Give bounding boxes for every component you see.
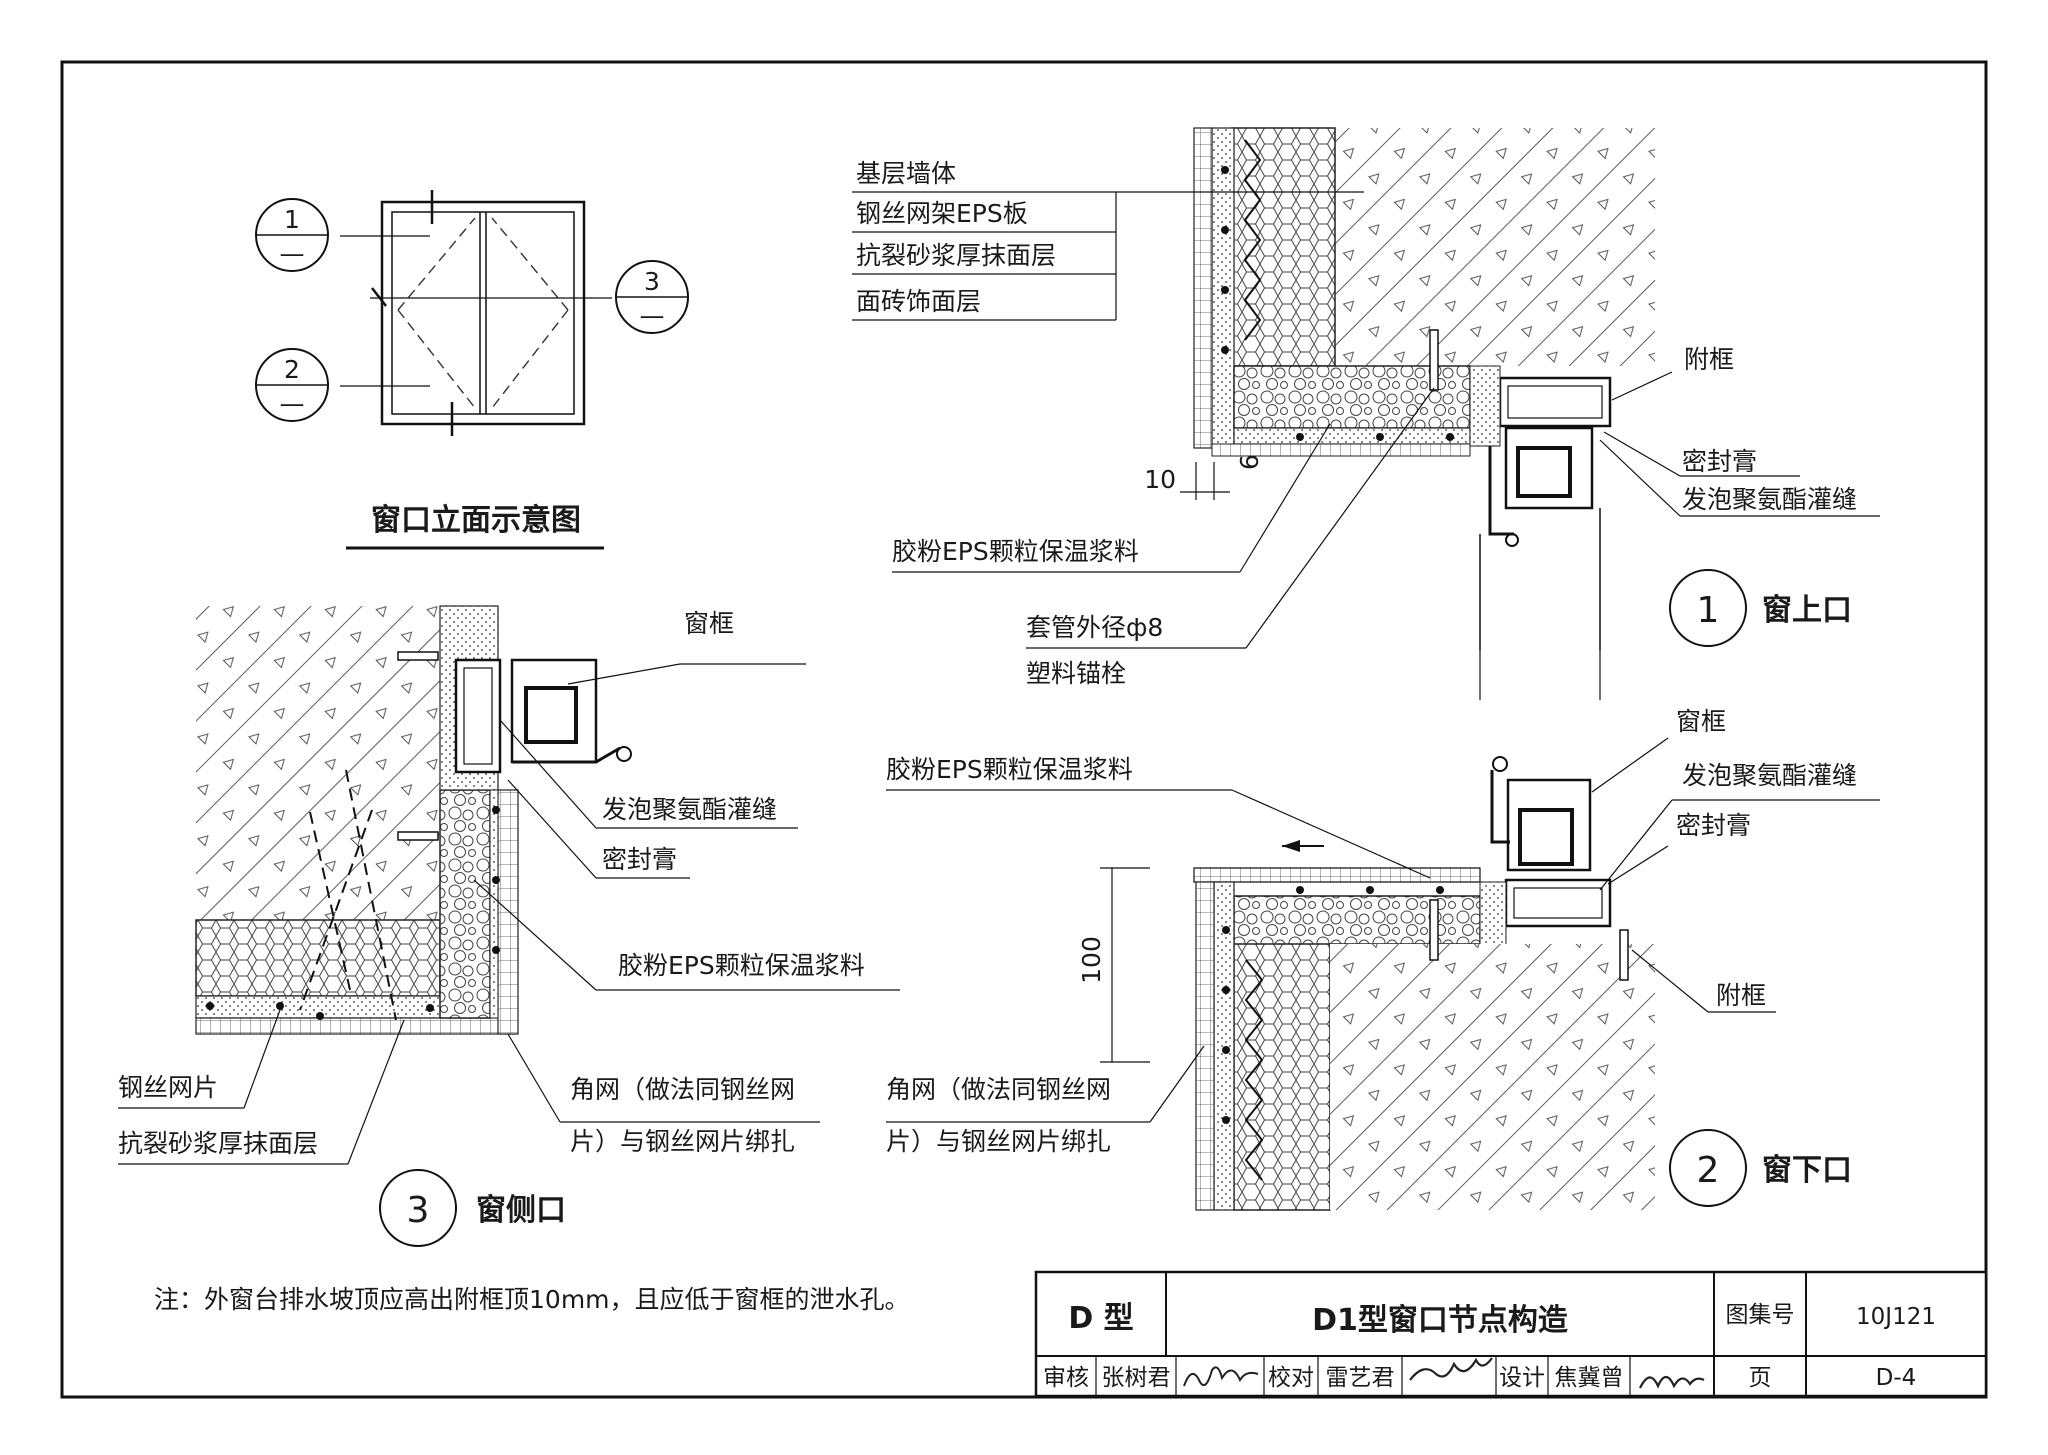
sheet-border	[60, 60, 1988, 1399]
detail-2-caption: 2 窗下口	[1669, 1129, 1852, 1207]
title-block: D 型 D1型窗口节点构造 图集号 10J121 审核 张树君 校对 雷艺君 设…	[1034, 1270, 1988, 1398]
insulation-mortar-3	[439, 789, 491, 1019]
detail-1-head: 10 6 基层墙体 钢丝网架EPS板 抗裂砂浆厚抹面层 面砖饰面层 附框 密封膏…	[852, 127, 1880, 688]
section-marker-1-sub: —	[280, 239, 305, 268]
note-text: 注：外窗台排水坡顶应高出附框顶10mm，且应低于窗框的泄水孔。	[154, 1285, 910, 1314]
title-block-design-name: 焦冀曾	[1555, 1365, 1624, 1391]
section-marker-1: 1 —	[255, 198, 329, 272]
opening-direction-lines	[397, 217, 569, 409]
label-foam-3: 发泡聚氨酯灌缝	[602, 795, 777, 824]
title-block-title: D1型窗口节点构造	[1312, 1303, 1568, 1338]
section-marker-3-sub: —	[640, 301, 665, 330]
review-signature	[1183, 1366, 1259, 1387]
elevation-title: 窗口立面示意图	[371, 503, 581, 538]
sub-frame-3	[454, 658, 502, 774]
label-foam-1: 发泡聚氨酯灌缝	[1682, 485, 1857, 514]
label-frame-2: 窗框	[1676, 707, 1726, 736]
section-marker-3: 3 —	[615, 260, 689, 334]
design-signature	[1639, 1375, 1705, 1389]
detail-3-jamb: 窗框 发泡聚氨酯灌缝 密封膏 胶粉EPS颗粒保温浆料 钢丝网片 抗裂砂浆厚抹面层…	[118, 605, 900, 1247]
detail-1-caption: 1 窗上口	[1669, 569, 1852, 647]
label-frame-3: 窗框	[684, 609, 734, 638]
check-signature	[1409, 1357, 1493, 1381]
label-sleeve: 套管外径ф8	[1026, 613, 1163, 642]
window-outer-frame	[380, 200, 586, 426]
label-wire-mesh: 钢丝网片	[118, 1073, 218, 1102]
title-block-check-name: 雷艺君	[1326, 1365, 1395, 1391]
label-corner-mesh-3a: 角网（做法同钢丝网	[570, 1075, 795, 1104]
label-insulation-2: 胶粉EPS颗粒保温浆料	[886, 755, 1133, 784]
window-elevation: 1 — 2 — 3 — 窗口立面示意图	[255, 190, 689, 550]
label-corner-mesh-3b: 片）与钢丝网片绑扎	[570, 1127, 795, 1156]
label-corner-mesh-2a: 角网（做法同钢丝网	[886, 1075, 1111, 1104]
detail-3-title: 窗侧口	[476, 1193, 566, 1228]
window-inner-frame	[391, 211, 575, 415]
section-marker-3-num: 3	[644, 267, 660, 296]
detail-3-num: 3	[407, 1190, 430, 1231]
label-sealant-2: 密封膏	[1676, 811, 1751, 840]
label-crack-mortar: 抗裂砂浆厚抹面层	[856, 241, 1056, 270]
label-sealant-3: 密封膏	[602, 845, 677, 874]
title-block-page-label: 页	[1749, 1365, 1772, 1391]
detail-1-num: 1	[1697, 590, 1720, 631]
title-block-review-name: 张树君	[1102, 1365, 1171, 1391]
sill-slope	[1193, 867, 1481, 883]
section-marker-2: 2 —	[255, 348, 329, 422]
label-crack-mortar-3: 抗裂砂浆厚抹面层	[118, 1129, 318, 1158]
title-block-page-no: D-4	[1876, 1365, 1917, 1391]
tile-finish	[1193, 127, 1213, 449]
label-sub-frame-2: 附框	[1716, 981, 1766, 1010]
label-base-wall: 基层墙体	[856, 159, 956, 188]
label-insulation-3: 胶粉EPS颗粒保温浆料	[618, 951, 865, 980]
dim-10: 10	[1144, 465, 1176, 494]
label-insulation-1: 胶粉EPS颗粒保温浆料	[892, 537, 1139, 566]
sub-frame	[1498, 376, 1612, 428]
dim-100: 100	[1077, 936, 1106, 984]
layer-label-stack: 基层墙体 钢丝网架EPS板 抗裂砂浆厚抹面层 面砖饰面层	[852, 159, 1364, 321]
label-sub-frame-1: 附框	[1684, 345, 1734, 374]
label-tile-finish: 面砖饰面层	[856, 287, 981, 316]
section-marker-1-num: 1	[284, 205, 300, 234]
detail-1-title: 窗上口	[1762, 593, 1852, 628]
section-marker-2-sub: —	[280, 389, 305, 418]
title-block-review-label: 审核	[1043, 1365, 1089, 1391]
title-block-atlas-no: 10J121	[1856, 1304, 1936, 1330]
eps-panel	[1231, 127, 1336, 367]
section-marker-2-num: 2	[284, 355, 300, 384]
label-sealant-1: 密封膏	[1682, 447, 1757, 476]
label-anchor: 塑料锚栓	[1026, 659, 1126, 688]
label-corner-mesh-2b: 片）与钢丝网片绑扎	[886, 1127, 1111, 1156]
detail-2-title: 窗下口	[1762, 1153, 1852, 1188]
base-wall-2	[1330, 944, 1655, 1210]
label-eps-panel: 钢丝网架EPS板	[856, 199, 1028, 228]
title-block-check-label: 校对	[1268, 1365, 1314, 1391]
detail-3-caption: 3 窗侧口	[379, 1169, 566, 1247]
base-wall-3	[196, 606, 440, 920]
detail-2-num: 2	[1697, 1150, 1720, 1191]
detail-2-sill: 100 胶粉EPS颗粒保温浆料 窗框 发泡聚氨酯灌缝 密封膏 附框 角网（做法同…	[886, 707, 1880, 1211]
title-block-atlas-label: 图集号	[1726, 1302, 1795, 1328]
base-wall	[1335, 128, 1655, 366]
title-block-design-label: 设计	[1499, 1365, 1545, 1391]
dim-6: 6	[1235, 454, 1264, 470]
title-block-type: D 型	[1068, 1301, 1133, 1336]
sub-frame-2	[1504, 878, 1612, 928]
label-foam-2: 发泡聚氨酯灌缝	[1682, 761, 1857, 790]
plastic-anchor	[1429, 329, 1439, 391]
